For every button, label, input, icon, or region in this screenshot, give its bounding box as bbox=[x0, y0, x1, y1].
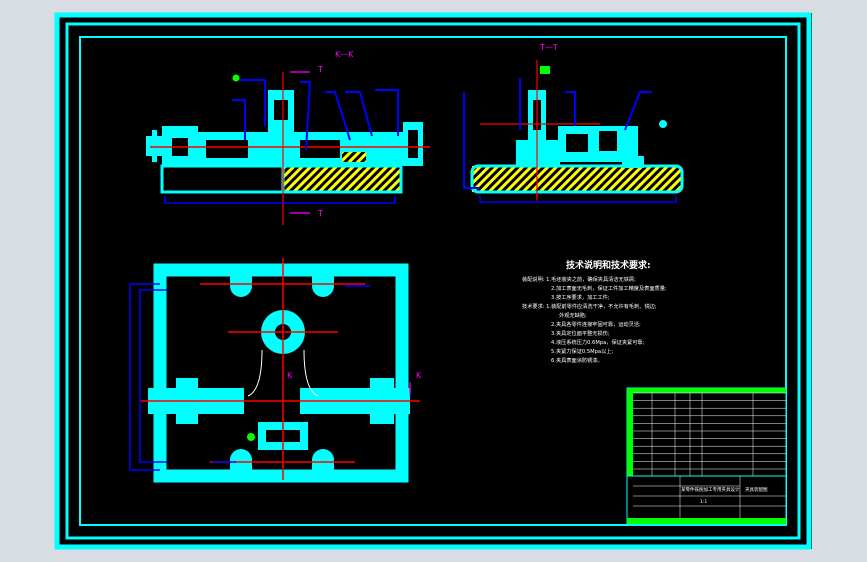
plan-boss-bottom-right bbox=[312, 449, 334, 470]
plan-curve-right bbox=[303, 349, 319, 397]
section-view-kk: K—K T T bbox=[146, 50, 430, 225]
notes-line: 外观无缺陷; bbox=[559, 311, 587, 319]
plan-balloon bbox=[247, 433, 255, 441]
section-tt-label: T—T bbox=[539, 43, 558, 52]
plan-leader-left bbox=[129, 283, 160, 471]
kk-base-body bbox=[160, 164, 285, 194]
parts-list-border bbox=[627, 388, 633, 524]
tt-base-hatch bbox=[472, 166, 682, 192]
kk-leader-7 bbox=[164, 196, 396, 204]
plan-view: K K bbox=[129, 258, 422, 483]
tt-leader-4 bbox=[624, 91, 652, 131]
notes-title: 技术说明和技术要求: bbox=[566, 259, 651, 271]
notes-line: 4.液压系统压力0.6Mpa，保证夹紧可靠; bbox=[551, 338, 645, 346]
technical-notes: 技术说明和技术要求: 装配说明: 1.毛坯装夹之前，确保夹具清洁无铁屑; 2.加… bbox=[522, 259, 667, 364]
middle-frame bbox=[65, 22, 801, 540]
kk-leader-5 bbox=[345, 91, 373, 137]
title-block-drawing-title: 某零件铣削加工专用夹具设计 bbox=[681, 486, 740, 493]
tt-leader-1 bbox=[463, 92, 480, 189]
plan-leader-left-2 bbox=[139, 289, 168, 463]
title-block-scale: 1:1 bbox=[700, 499, 707, 505]
parts-list bbox=[626, 387, 787, 524]
cut-mark-k-center: K bbox=[287, 371, 293, 380]
kk-leader-3 bbox=[300, 81, 312, 151]
notes-line: 2.夹具各零件连接牢固可靠，运动灵活; bbox=[551, 320, 641, 328]
kk-leader-4 bbox=[325, 91, 351, 141]
inner-frame bbox=[79, 36, 787, 526]
kk-balloon bbox=[232, 74, 240, 82]
section-kk-label: K—K bbox=[335, 50, 354, 59]
title-block: 某零件铣削加工专用夹具设计 夹具装配图 1:1 bbox=[626, 475, 787, 525]
notes-line: 3.按工序要求，加工工件; bbox=[551, 293, 610, 301]
plan-boss-top-right bbox=[312, 276, 334, 297]
plan-outer-body bbox=[153, 263, 409, 483]
tt-balloon bbox=[659, 120, 667, 128]
outer-frame bbox=[54, 12, 812, 550]
notes-line: 3.夹具定位面平整无损伤; bbox=[551, 329, 610, 337]
notes-line: 技术要求: 1.装配前零件应清洗干净，不允许有毛刺、锐边; bbox=[522, 302, 657, 310]
plan-boss-bottom-left bbox=[230, 449, 252, 470]
cut-mark-t-top: T bbox=[317, 65, 323, 74]
kk-leader-6 bbox=[375, 89, 399, 136]
section-view-tt: T—T bbox=[463, 43, 684, 203]
kk-leader-1 bbox=[240, 79, 266, 126]
kk-leader-2 bbox=[232, 99, 246, 140]
kk-base-hatch bbox=[283, 166, 401, 192]
cut-mark-t-bottom: T bbox=[317, 209, 323, 218]
tt-leader-3 bbox=[565, 91, 576, 126]
plan-curve-left bbox=[247, 349, 263, 397]
tt-right-block bbox=[622, 156, 644, 168]
notes-line: 2.加工表面无毛刺，保证工件加工精度及表面质量; bbox=[551, 284, 667, 292]
notes-line: 5.夹紧力保证0.5Mpa以上; bbox=[551, 347, 613, 355]
notes-line: 装配说明: 1.毛坯装夹之前，确保夹具清洁无铁屑; bbox=[522, 275, 636, 283]
title-block-subtitle: 夹具装配图 bbox=[745, 486, 768, 493]
cut-mark-k-right: K bbox=[416, 371, 422, 380]
tt-leader-5 bbox=[479, 196, 677, 203]
tt-column bbox=[516, 140, 560, 166]
kk-small-hatch bbox=[342, 152, 366, 162]
plan-boss-top-left bbox=[230, 276, 252, 297]
notes-line: 6.夹具表面涂防锈漆。 bbox=[551, 356, 603, 364]
